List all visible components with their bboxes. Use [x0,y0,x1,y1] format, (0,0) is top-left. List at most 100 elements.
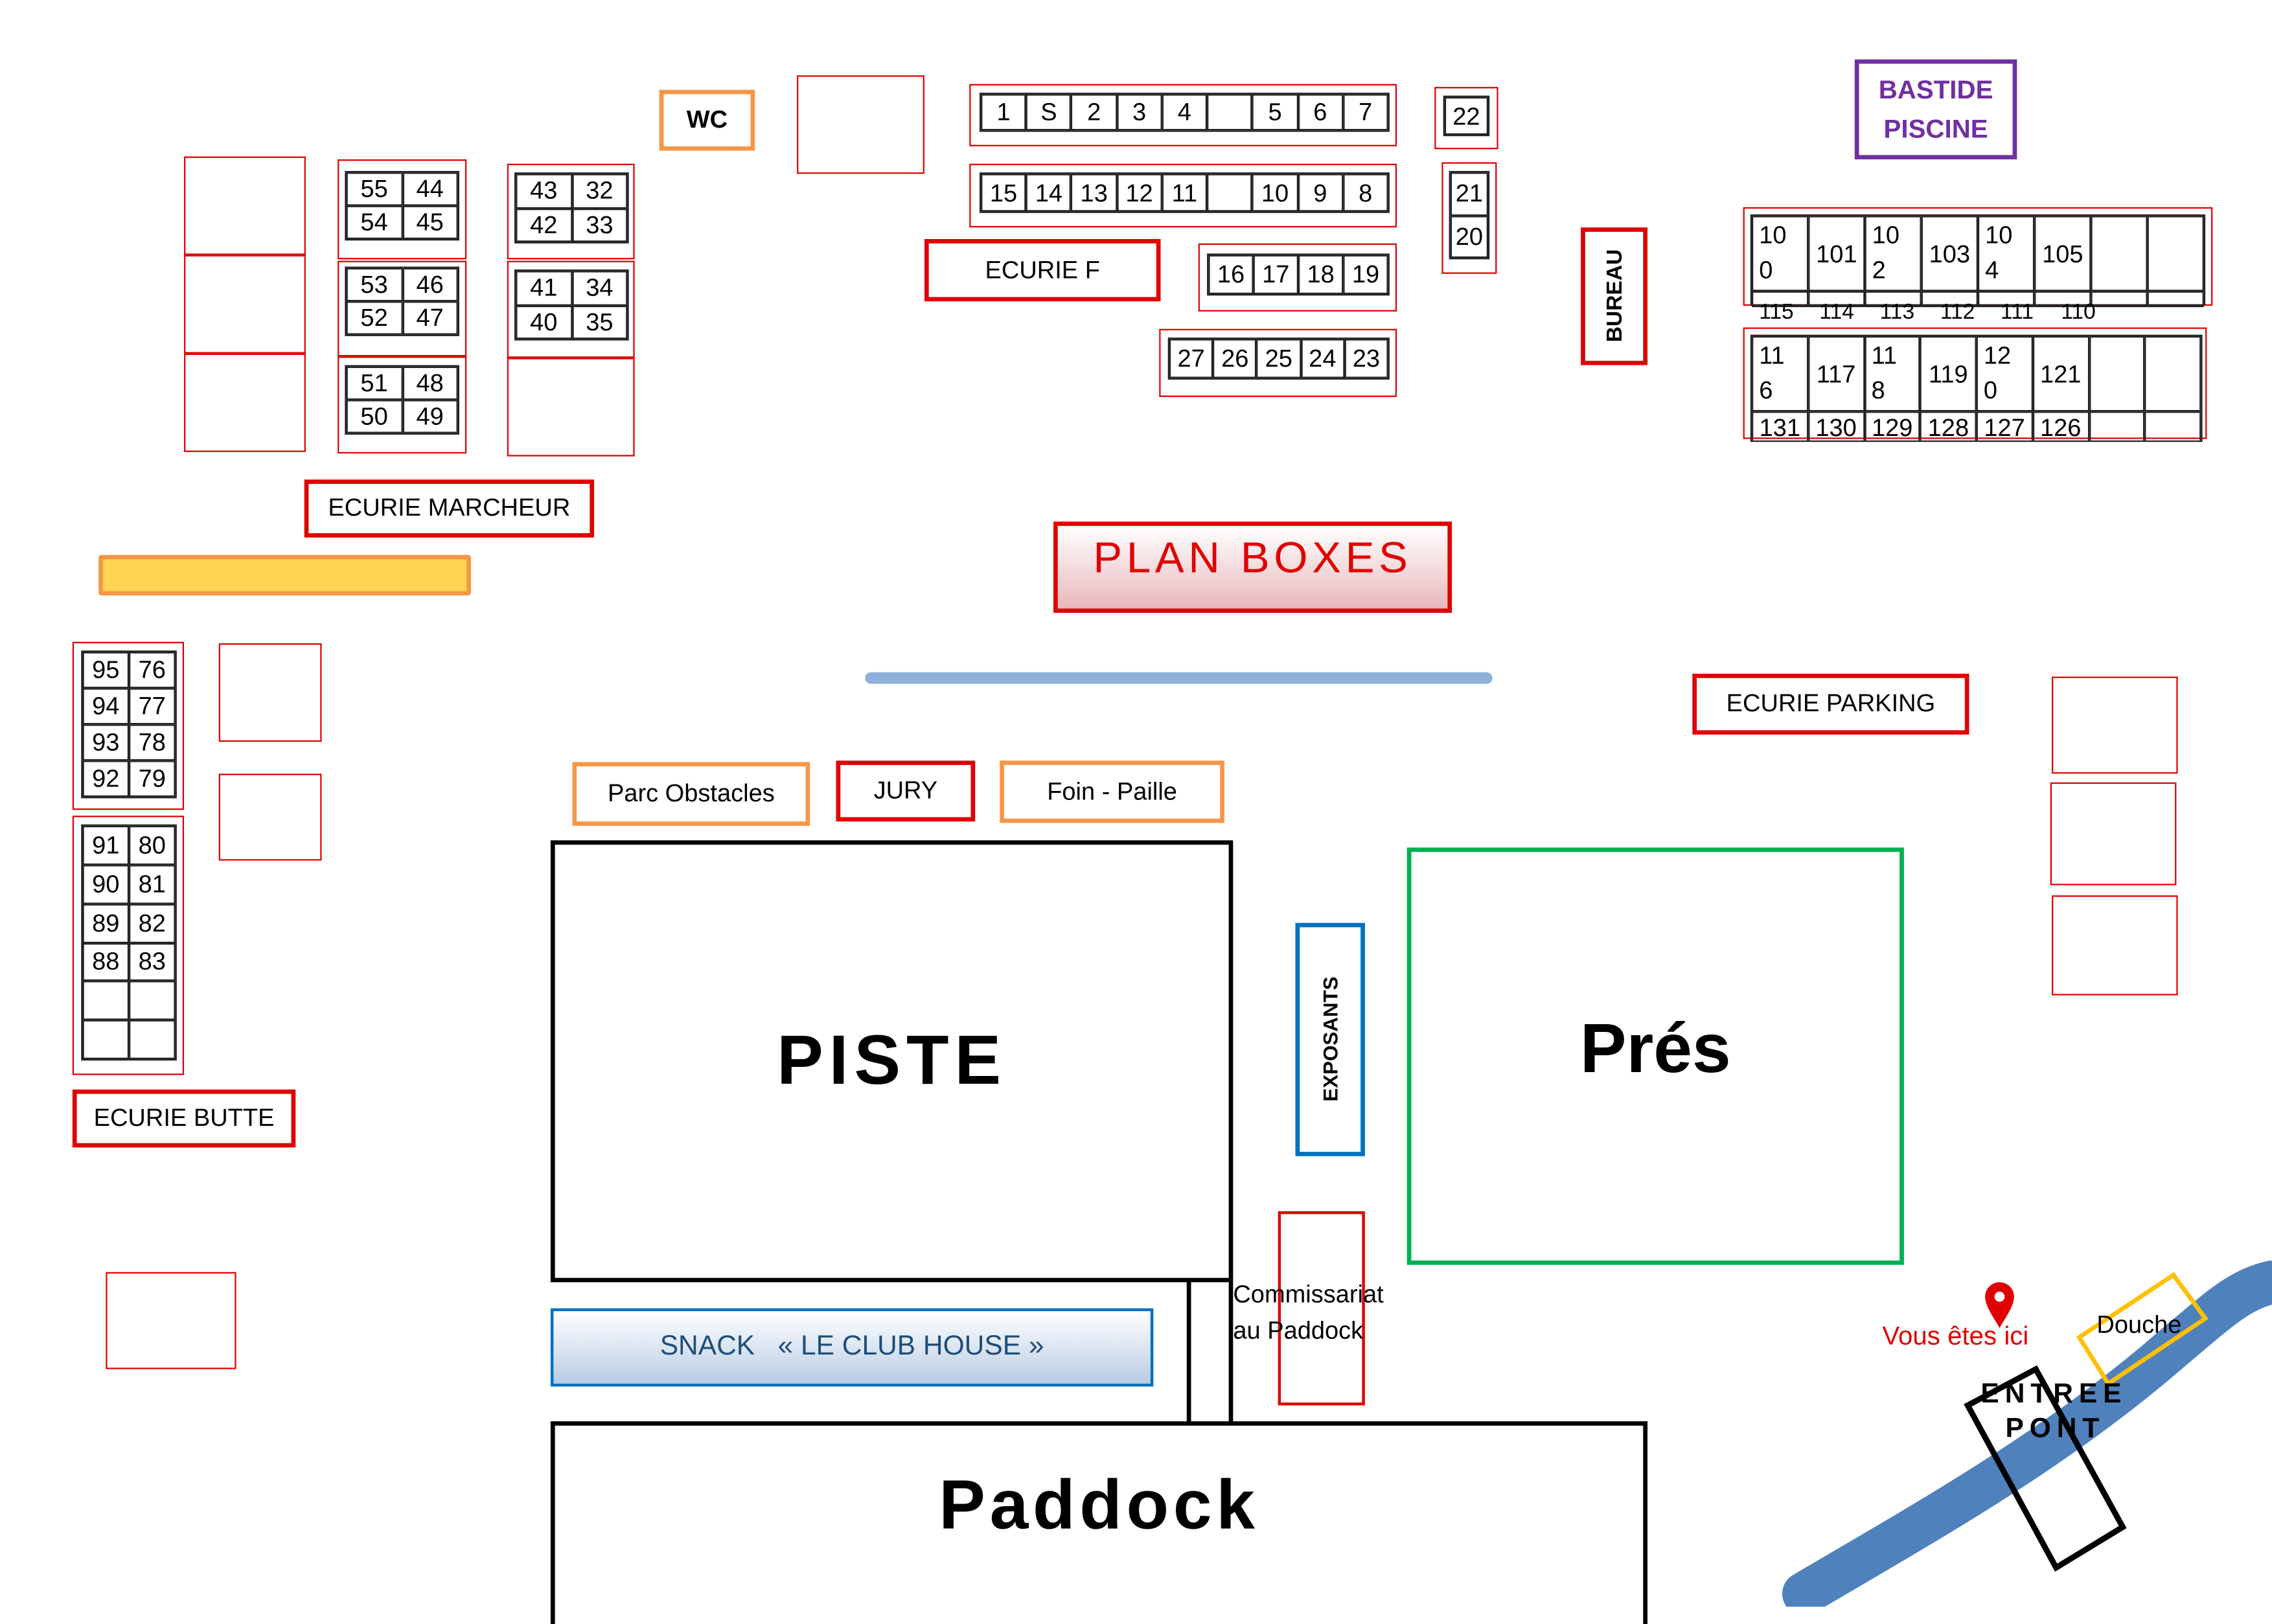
ecurie-butte-text: ECURIE BUTTE [93,1104,275,1132]
stall-cell: 117 [1807,336,1865,412]
stall-number: 111 [2001,299,2034,325]
stall-cell: 22 [1444,97,1488,135]
exposants-area: EXPOSANTS [1295,922,1365,1156]
box-22: 22 [1443,95,1490,137]
piste-area: PISTE [550,840,1234,1283]
stall-cell: 21 [1450,172,1488,216]
stall-cell [129,981,176,1020]
stall-cell: 12 [1116,174,1162,212]
empty-box [184,353,306,452]
wc-label: WC [686,106,728,133]
path-line [865,672,1493,684]
stall-cell: 90 [82,864,130,904]
stall-cell [2089,411,2145,440]
stable-row-116-frame [1743,327,2207,439]
stall-cell: 12 0 [1976,336,2033,412]
stall-cell: 35 [571,304,628,339]
stall-cell [1207,94,1253,131]
stall-cell: 94 [82,688,130,725]
empty-box [218,643,322,742]
stall-cell [129,1020,176,1059]
stable-row-16-frame [1198,243,1397,312]
stable-row-1-frame [969,84,1397,146]
douche-area [2076,1272,2209,1387]
stall-cell [1865,291,1922,308]
plan-boxes-text: PLAN BOXES [1093,534,1412,583]
stall-cell: 50 [346,400,402,433]
stall-cell [2091,291,2148,308]
stall-cell: 92 [82,761,130,797]
paddock-area: Paddock [550,1421,1648,1624]
stable-43-frame [507,163,635,260]
stall-cell: 2 [1071,94,1117,131]
stall-cell: 51 [346,366,402,400]
stall-cell [1207,174,1253,212]
commissariat-label: Commissariat au Paddock [1233,1281,1384,1345]
stall-cell: 20 [1450,215,1488,258]
empty-box [218,773,322,861]
stall-cell: 91 [82,825,130,865]
empty-box [106,1272,236,1369]
empty-box [2052,895,2178,996]
stall-cell [2034,291,2091,308]
foin-paille-label: Foin - Paille [1000,761,1224,823]
stall-cell: 79 [129,761,176,797]
empty-box [797,75,924,174]
stall-cell: 88 [82,942,130,981]
stall-cell: 46 [402,268,458,302]
stall-cell [1977,291,2035,308]
jury-text: JURY [873,776,938,805]
stall-cell: 127 [1976,411,2033,440]
pres-text: Prés [1579,1011,1731,1088]
snack-club-house: SNACK « LE CLUB HOUSE » [550,1308,1154,1387]
stall-cell: 10 0 [1752,216,1809,292]
stall-cell: 26 [1213,339,1257,378]
parc-obstacles-text: Parc Obstacles [607,779,775,807]
stall-cell: 119 [1920,336,1977,412]
stall-number: 115 [1759,299,1794,325]
entree-label: ENTREE [1980,1379,2128,1410]
stall-cell [2089,336,2145,412]
stall-cell [82,1020,130,1059]
stall-cell: 45 [402,205,458,240]
stall-cell: 16 [1208,255,1254,295]
stall-cell: 10 4 [1977,216,2035,292]
stall-cell: 34 [571,271,628,305]
stall-cell: 25 [1257,339,1301,378]
stall-cell: 83 [129,942,176,981]
wc-area: WC [659,89,755,151]
stall-cell: 11 6 [1752,336,1808,412]
stall-cell [2144,336,2201,412]
stall-cell: 41 [516,271,572,305]
stall-cell [1921,291,1978,308]
bureau-label: BUREAU [1581,227,1648,365]
ecurie-f-text: ECURIE F [985,255,1100,284]
stall-cell: 53 [346,268,402,302]
stall-cell: 23 [1344,339,1388,378]
stable-row-15-frame [969,163,1397,228]
stall-cell: 105 [2034,216,2091,292]
ecurie-marcheur-text: ECURIE MARCHEUR [328,494,571,522]
foin-paille-text: Foin - Paille [1047,777,1177,805]
stall-cell: 52 [346,301,402,335]
box-21-frame [1441,162,1497,274]
stall-cell: 129 [1864,411,1921,440]
stall-cell [1808,291,1865,308]
ecurie-parking-text: ECURIE PARKING [1726,689,1936,718]
stall-cell: 121 [2032,336,2089,412]
stall-cell: 5 [1252,94,1298,131]
stall-cell: 126 [2032,411,2089,440]
stall-cell: 33 [571,207,628,242]
stall-cell: 10 2 [1865,216,1922,292]
stall-cell: 43 [516,174,572,208]
bastide-piscine-label: BASTIDE PISCINE [1854,59,2017,160]
stall-cell: 78 [129,724,176,761]
pres-area: Prés [1406,847,1904,1265]
